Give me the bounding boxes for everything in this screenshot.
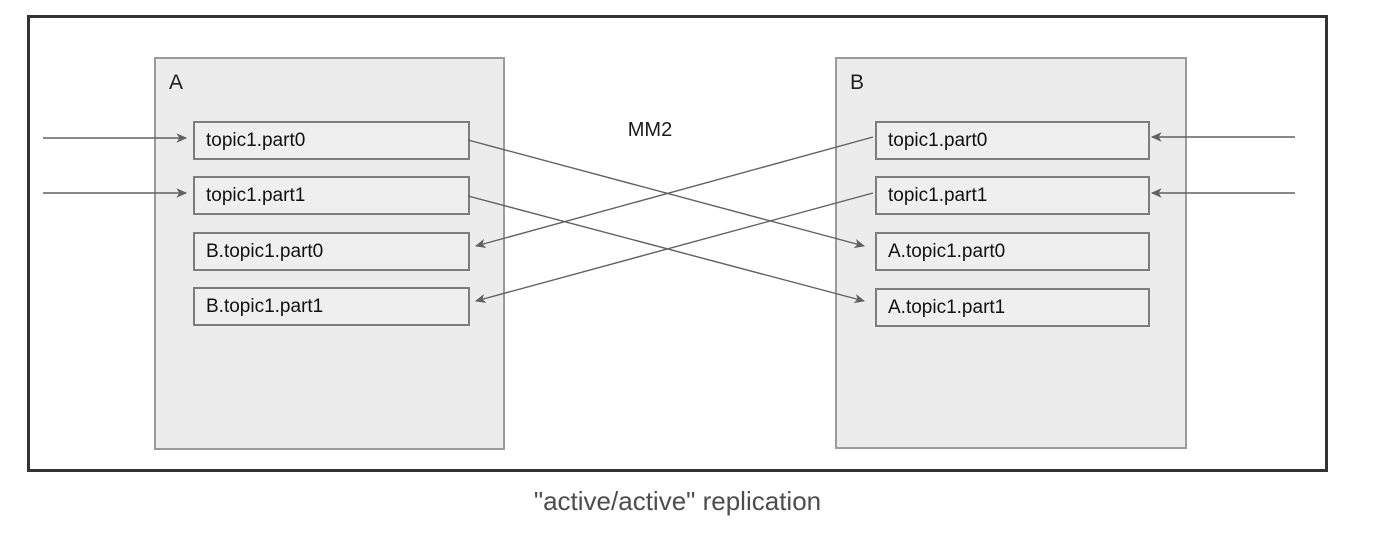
topic-box-a-topic1-part0: topic1.part0	[193, 121, 470, 160]
cluster-b: B topic1.part0 topic1.part1 A.topic1.par…	[835, 57, 1187, 449]
mm2-label: MM2	[627, 119, 673, 141]
topic-box-a-b-topic1-part1: B.topic1.part1	[193, 287, 470, 326]
topic-box-b-a-topic1-part0: A.topic1.part0	[875, 232, 1150, 271]
cluster-a: A topic1.part0 topic1.part1 B.topic1.par…	[154, 57, 505, 450]
cluster-a-label: A	[169, 71, 184, 94]
topic-box-b-topic1-part0: topic1.part0	[875, 121, 1150, 160]
topic-box-a-topic1-part1: topic1.part1	[193, 176, 470, 215]
topic-box-b-a-topic1-part1: A.topic1.part1	[875, 288, 1150, 327]
topic-box-a-b-topic1-part0: B.topic1.part0	[193, 232, 470, 271]
diagram-caption: "active/active" replication	[533, 486, 822, 516]
topic-box-b-topic1-part1: topic1.part1	[875, 176, 1150, 215]
cluster-b-label: B	[850, 71, 865, 94]
